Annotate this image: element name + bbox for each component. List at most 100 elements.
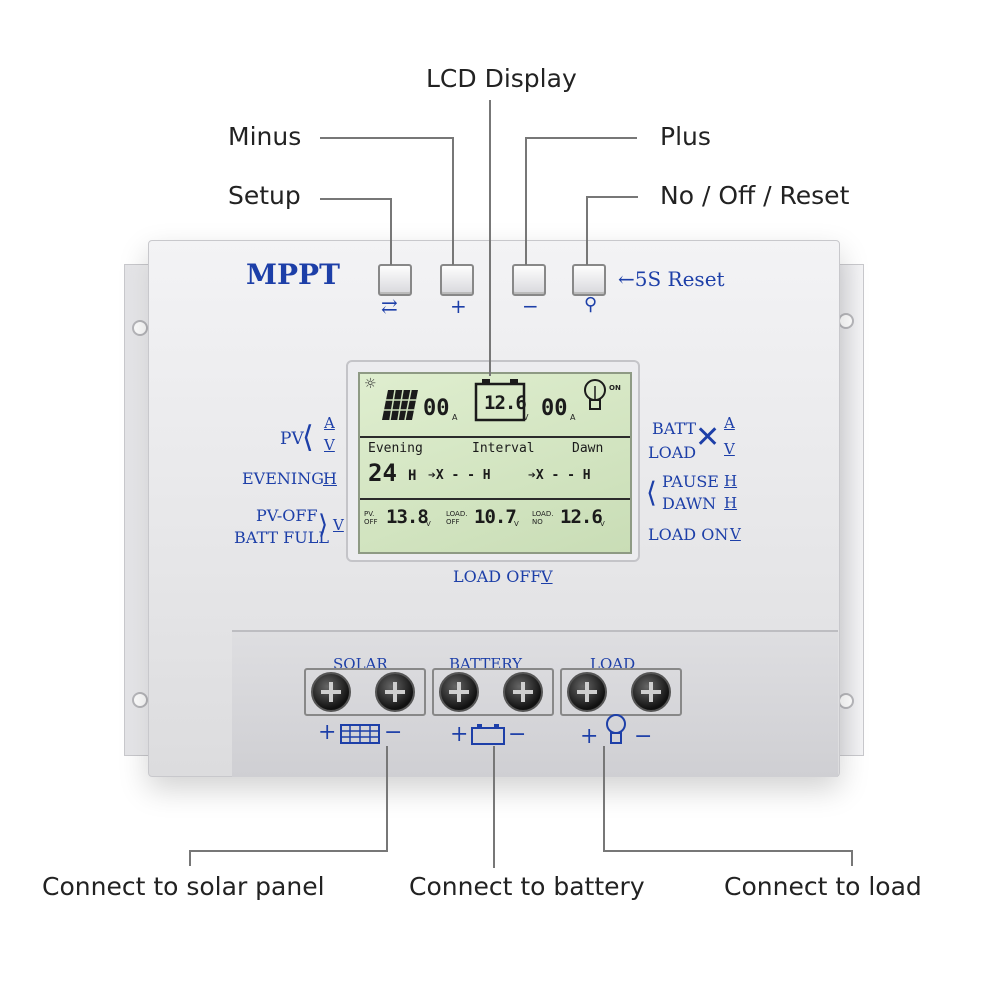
lcd-divider <box>360 436 630 438</box>
pause-label: PAUSE <box>662 472 719 491</box>
lcd-evening-heading: Evening <box>368 441 423 456</box>
reset-button[interactable] <box>572 264 606 296</box>
load-positive-screw[interactable] <box>567 672 607 712</box>
battery-icon <box>474 379 526 422</box>
plus-leader-line <box>525 137 637 139</box>
lcd-pv-off-unit: V <box>426 520 431 528</box>
lcd-load-on-value: 12.6 <box>560 506 603 528</box>
solar-panel-symbol-icon <box>340 724 380 744</box>
batt-label: BATT <box>652 419 697 438</box>
pv-unit-a: A <box>324 414 335 432</box>
load-minus-sign: − <box>634 724 653 749</box>
mounting-hole <box>132 320 148 336</box>
batt-load-cross: ✕ <box>695 420 721 455</box>
plus-icon: + <box>450 294 467 318</box>
solar-panel-icon <box>382 389 418 421</box>
setup-icon: ⇄ <box>381 294 398 318</box>
solar-leader-line <box>189 850 388 852</box>
lcd-dawn-value: ➔X - - H <box>528 468 591 483</box>
callout-minus: Minus <box>228 122 302 151</box>
lcd-bezel: ☼ 00 A 12.6 V 00 A ON Evening Interval D… <box>346 360 640 562</box>
dawn-label: DAWN <box>662 494 717 513</box>
lcd-hours-unit: H <box>408 468 417 484</box>
load-leader-line <box>603 746 605 852</box>
load-current-unit: A <box>570 413 576 422</box>
battery-leader-line <box>493 746 495 868</box>
lcd-pv-off-value: 13.8 <box>386 506 429 528</box>
mounting-hole <box>838 693 854 709</box>
solar-terminal-block <box>304 668 426 716</box>
callout-lcd-display: LCD Display <box>426 64 577 93</box>
callout-connect-load: Connect to load <box>724 872 922 901</box>
solar-minus-sign: − <box>384 720 403 745</box>
pv-bracket: ⟨ <box>302 420 314 455</box>
load-on-label: LOAD ON <box>648 525 729 544</box>
solar-positive-screw[interactable] <box>311 672 351 712</box>
callout-plus: Plus <box>660 122 711 151</box>
solar-leader-line <box>386 746 388 852</box>
lcd-screen: ☼ 00 A 12.6 V 00 A ON Evening Interval D… <box>358 372 632 554</box>
lcd-load-on-unit: V <box>600 520 605 528</box>
bulb-icon: ⚲ <box>584 294 598 315</box>
batt-full-label: BATT FULL <box>234 528 329 547</box>
minus-button[interactable] <box>512 264 546 296</box>
load-plus-sign: + <box>580 724 599 749</box>
pause-dawn-bracket: ⟨ <box>646 476 657 509</box>
load-on-unit: V <box>730 525 741 543</box>
minus-icon: − <box>522 294 539 318</box>
evening-label: EVENING <box>242 469 325 488</box>
pv-off-label: PV-OFF <box>256 506 318 525</box>
battery-negative-screw[interactable] <box>503 672 543 712</box>
pv-label: PV <box>280 429 304 449</box>
plus-leader-line <box>525 137 527 265</box>
battery-voltage-unit: V <box>523 413 529 422</box>
minus-leader-line <box>452 137 454 265</box>
load-negative-screw[interactable] <box>631 672 671 712</box>
setup-leader-line <box>390 198 392 265</box>
pv-unit-v: V <box>324 436 335 454</box>
sun-icon: ☼ <box>364 376 377 392</box>
pv-off-bracket: ⟩ <box>318 510 329 540</box>
load-unit-v: V <box>724 440 735 458</box>
lcd-evening-hours: 24 <box>368 459 397 487</box>
lightbulb-icon <box>584 379 606 410</box>
battery-positive-screw[interactable] <box>439 672 479 712</box>
lcd-load-off-label: LOAD. OFF <box>446 510 468 526</box>
solar-negative-screw[interactable] <box>375 672 415 712</box>
lcd-pv-off-label: PV. OFF <box>364 510 378 526</box>
reset-leader-line <box>586 196 638 198</box>
battery-plus-sign: + <box>450 722 469 747</box>
battery-symbol-icon <box>471 724 505 745</box>
batt-unit-a: A <box>724 414 735 432</box>
plus-button[interactable] <box>440 264 474 296</box>
dawn-unit: H <box>724 494 738 512</box>
pv-off-unit: V <box>333 516 344 534</box>
lcd-interval-value: ➔X - - H <box>428 468 491 483</box>
lcd-load-on-label: LOAD. NO <box>532 510 554 526</box>
pause-unit: H <box>724 472 738 490</box>
battery-voltage-value: 12.6 <box>484 392 527 414</box>
evening-unit: H <box>323 469 337 488</box>
load-label: LOAD <box>648 443 697 462</box>
minus-leader-line <box>320 137 454 139</box>
solar-plus-sign: + <box>318 720 337 745</box>
callout-setup: Setup <box>228 181 301 210</box>
brand-label: MPPT <box>246 258 340 291</box>
load-off-unit: V <box>541 567 553 586</box>
lcd-dawn-heading: Dawn <box>572 441 604 456</box>
load-current-value: 00 <box>541 396 568 421</box>
mounting-hole <box>838 313 854 329</box>
solar-leader-line <box>189 850 191 866</box>
setup-leader-line <box>320 198 392 200</box>
lcd-divider <box>360 498 630 500</box>
lcd-leader-line <box>489 100 491 376</box>
battery-minus-sign: − <box>508 722 527 747</box>
pv-current-unit: A <box>452 413 458 422</box>
setup-button[interactable] <box>378 264 412 296</box>
battery-terminal-block <box>432 668 554 716</box>
reset-note: ←5S Reset <box>618 267 725 291</box>
lcd-load-off-unit: V <box>514 520 519 528</box>
load-leader-line <box>851 850 853 866</box>
callout-connect-battery: Connect to battery <box>409 872 645 901</box>
load-off-label: LOAD OFF <box>453 567 542 586</box>
